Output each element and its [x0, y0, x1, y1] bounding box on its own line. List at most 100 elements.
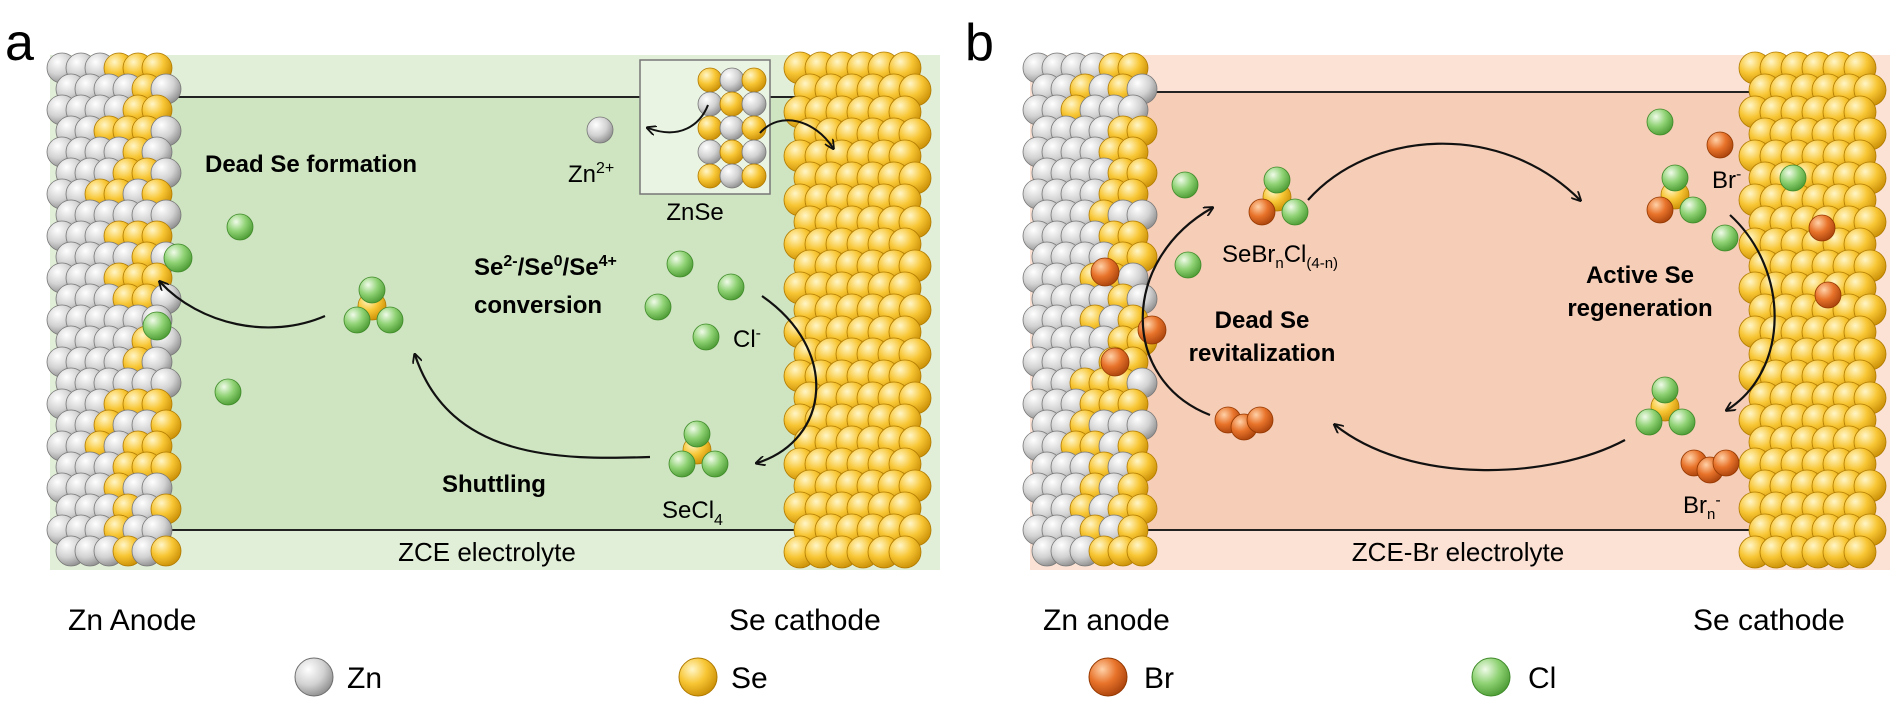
dead-se-label: Dead Se [1215, 307, 1310, 334]
se-cathode-a [783, 51, 932, 569]
adsorbed-cl-atom [163, 243, 193, 273]
znse-se-atom [719, 139, 745, 165]
sebrncl-cl-atom [1679, 196, 1707, 224]
znse-zn-atom [697, 139, 723, 165]
secl4-cl-atom [343, 306, 371, 334]
secl4-cl-atom [358, 276, 386, 304]
znse-zn-atom [741, 91, 767, 117]
br-ion-label: Br- [1712, 166, 1741, 194]
se-sphere-icon [678, 657, 718, 697]
legend: Zn Se Br Cl [294, 657, 1556, 697]
shuttling-label: Shuttling [442, 471, 546, 498]
znse-label: ZnSe [666, 199, 723, 226]
znse-zn-atom [719, 163, 745, 189]
cl-ion [692, 323, 720, 351]
brn-br-atom [1712, 449, 1740, 477]
cl-ion [1174, 251, 1202, 279]
cl-ion [226, 213, 254, 241]
zn-anode-label-a: Zn Anode [68, 604, 196, 637]
br-ion [1706, 131, 1734, 159]
znse-se-atom [741, 67, 767, 93]
left-cycle-arrow [1141, 208, 1212, 417]
dead-se-arrow [160, 282, 326, 329]
se-cathode-label-b: Se cathode [1693, 604, 1845, 637]
cl-ion [1171, 171, 1199, 199]
panel-a: a Dead Se formation Zn2+ ZnSe Se2-/Se0/S… [5, 14, 940, 637]
cl-ion [1711, 224, 1739, 252]
br-sphere-icon [1088, 657, 1128, 697]
panel-a-atoms [142, 116, 745, 478]
znse-zn-atom [719, 115, 745, 141]
secl4-cl-atom [683, 420, 711, 448]
top-cycle-arrow [1307, 142, 1580, 200]
cl-sphere-icon [1471, 657, 1511, 697]
se-cathode-b [1738, 51, 1887, 569]
secl4-cl-atom [701, 450, 729, 478]
panel-b-electrolyte-region [1129, 91, 1791, 531]
regeneration-label: regeneration [1567, 295, 1712, 322]
legend-label-br: Br [1144, 662, 1174, 695]
cl-ion [1779, 164, 1807, 192]
conversion-species-label: Se2-/Se0/Se4+ [474, 253, 617, 281]
zn2-release-arrow [648, 104, 709, 132]
anode-br-atom [1090, 257, 1120, 287]
sebrncl-br-atom [1248, 198, 1276, 226]
conversion-label: conversion [474, 292, 602, 319]
znse-se-atom [741, 163, 767, 189]
cl-ion [717, 273, 745, 301]
secl4-cl-atom [376, 306, 404, 334]
panel-b-letter: b [965, 14, 994, 72]
shuttling-arrow [415, 355, 651, 459]
anode-se-atom [150, 535, 182, 567]
secl4-cl-atom [1635, 408, 1663, 436]
br-ion [1814, 281, 1842, 309]
panel-b-atoms [1171, 108, 1842, 484]
cathode-se-atom [888, 535, 922, 569]
sebrncl-cl-atom [1661, 164, 1689, 192]
znse-se-atom [697, 115, 723, 141]
secl4-label: SeCl4 [662, 497, 723, 529]
legend-label-cl: Cl [1528, 662, 1556, 695]
revitalization-label: revitalization [1189, 340, 1336, 367]
brn-br-atom [1246, 406, 1274, 434]
zn-anode-b [1022, 52, 1167, 567]
dead-se-formation-label: Dead Se formation [205, 151, 417, 178]
se-cathode-label-a: Se cathode [729, 604, 881, 637]
zn2-ion [586, 116, 614, 144]
cl-ion [214, 378, 242, 406]
cathode-se-atom [1843, 535, 1877, 569]
znse-zn-atom [741, 139, 767, 165]
znse-se-atom [741, 115, 767, 141]
cl-ion [644, 293, 672, 321]
znse-se-atom [697, 67, 723, 93]
brn-label: Brn- [1683, 492, 1721, 523]
secl4-cl-atom [1668, 408, 1696, 436]
sebrncl-cl-atom [1281, 198, 1309, 226]
znse-cathode-arrow [759, 119, 833, 148]
panel-b: b SeBrnCl(4-n) Br- Active Se regeneratio… [965, 14, 1890, 637]
zn-anode-a [46, 52, 182, 567]
secl4-cl-atom [1651, 376, 1679, 404]
anode-br-atom [1100, 347, 1130, 377]
zn2-label: Zn2+ [568, 160, 614, 188]
znse-se-atom [697, 163, 723, 189]
cl-ion-label-a: Cl- [733, 325, 761, 353]
zce-br-electrolyte-label: ZCE-Br electrolyte [1352, 537, 1564, 567]
panel-a-letter: a [5, 14, 34, 72]
legend-label-se: Se [731, 662, 768, 695]
znse-zn-atom [719, 67, 745, 93]
conversion-arrow [757, 295, 818, 463]
sebrncl-br-atom [1646, 196, 1674, 224]
anode-se-atom [1126, 535, 1158, 567]
bottom-cycle-arrow [1335, 425, 1626, 472]
active-se-label: Active Se [1586, 262, 1694, 289]
adsorbed-cl-atom [142, 311, 172, 341]
br-ion [1808, 214, 1836, 242]
znse-zn-atom [697, 91, 723, 117]
right-cycle-arrow [1727, 214, 1776, 410]
sebrncl-cl-atom [1263, 166, 1291, 194]
zn-sphere-icon [294, 657, 334, 697]
sebrncl-label: SeBrnCl(4-n) [1222, 241, 1338, 272]
zn-anode-label-b: Zn anode [1043, 604, 1170, 637]
